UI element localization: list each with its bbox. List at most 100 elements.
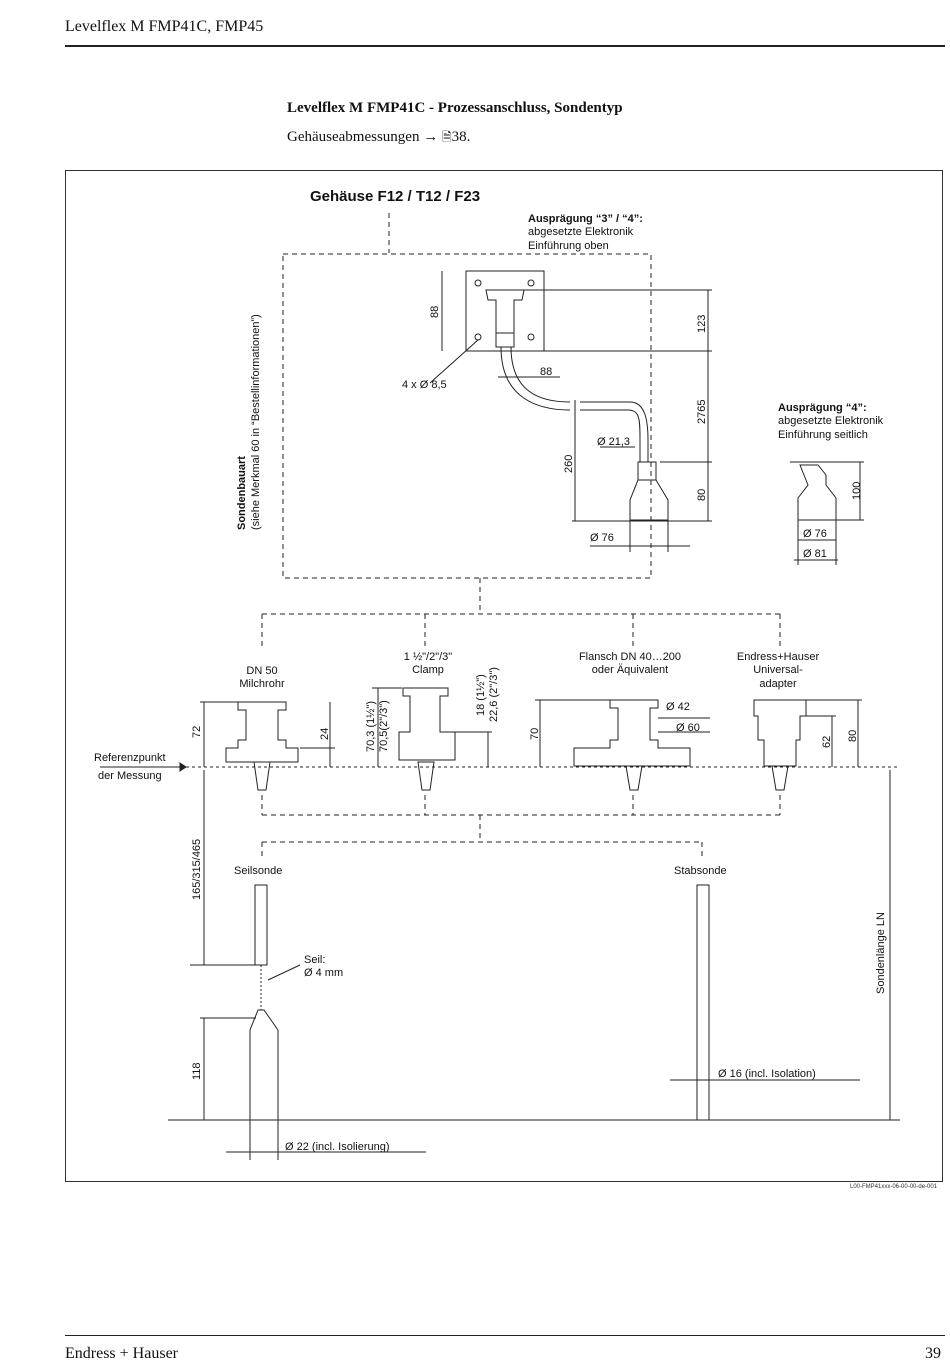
variant-4-line2: Einführung seitlich	[778, 429, 868, 441]
dim-88: 88	[429, 306, 441, 318]
dim-165: 165/315/465	[191, 839, 203, 900]
cable	[580, 401, 649, 462]
electronics-housing	[485, 289, 525, 334]
dim-d16: Ø 16 (incl. Isolation)	[718, 1068, 816, 1080]
eh-line2: Universal-	[753, 664, 803, 676]
housing-title: Gehäuse F12 / T12 / F23	[310, 188, 480, 205]
flange-line1: Flansch DN 40…200	[579, 651, 681, 663]
dim-80b: 80	[847, 730, 859, 742]
clamp-tip	[417, 761, 435, 791]
dim-80: 80	[696, 489, 708, 501]
dimension-lines	[168, 770, 900, 1121]
branch-tree	[261, 578, 781, 650]
dimension-lines	[441, 271, 712, 552]
dim-2765: 2765	[696, 400, 708, 424]
variant-4-title: Ausprägung “4”:	[778, 402, 867, 414]
variant-34-title: Ausprägung “3” / “4”:	[528, 213, 643, 225]
dimension-lines	[790, 461, 864, 565]
dim-d81: Ø 81	[803, 548, 827, 560]
dim-d42: Ø 42	[666, 701, 690, 713]
dim-705: 70,5(2"/3")	[378, 700, 390, 752]
footer-rule	[65, 1335, 945, 1336]
eh-line1: Endress+Hauser	[737, 651, 820, 663]
adapter-tip	[771, 765, 789, 791]
running-header: Levelflex M FMP41C, FMP45	[65, 18, 264, 35]
eh-line3: adapter	[759, 678, 797, 690]
flange-connection	[573, 699, 691, 767]
variant-4-line1: abgesetzte Elektronik	[778, 415, 884, 427]
clamp-line1: 1 ½"/2"/3"	[404, 651, 453, 663]
footer-company: Endress + Hauser	[65, 1345, 178, 1362]
leader-line	[429, 339, 479, 384]
hole-icon	[474, 279, 482, 287]
header-rule	[65, 45, 945, 47]
cable	[580, 409, 641, 462]
dim-24: 24	[319, 728, 331, 740]
side-sensor-body	[797, 464, 837, 521]
dim-d60: Ø 60	[676, 722, 700, 734]
cable	[510, 346, 571, 403]
drawing-frame	[65, 170, 943, 1182]
dim-18: 18 (1½")	[475, 674, 487, 716]
dim-703: 70,3 (1½")	[365, 701, 377, 752]
sensor-body	[629, 479, 669, 521]
dn50-line1: DN 50	[246, 665, 277, 677]
dim-260: 260	[563, 455, 575, 473]
dim-d76: Ø 76	[590, 532, 614, 544]
dn50-tip	[253, 761, 271, 791]
rope-weight	[249, 1009, 279, 1121]
page-ref-icon: 🗎	[441, 130, 452, 144]
reference-line2: der Messung	[98, 770, 162, 782]
figure-code: L00-FMP41xxx-06-00-00-de-001	[850, 1184, 938, 1190]
page-ref-link[interactable]: 38.	[451, 129, 471, 145]
cable	[500, 346, 571, 411]
dim-100: 100	[851, 482, 863, 500]
rope-probe-upper	[254, 884, 268, 966]
rod-probe-label: Stabsonde	[674, 865, 727, 877]
dim-holes: 4 x Ø 8,5	[402, 379, 447, 391]
dim-d22: Ø 22 (incl. Isolierung)	[285, 1141, 390, 1153]
page-number: 39	[925, 1345, 941, 1362]
universal-adapter	[753, 699, 807, 767]
reference-line1: Referenzpunkt	[94, 752, 166, 764]
dim-118: 118	[191, 1062, 203, 1080]
probe-design-note: (siehe Merkmal 60 in “Bestellinformation…	[250, 314, 262, 530]
arrow-head-icon	[179, 762, 187, 772]
housing-dashed-box	[282, 253, 652, 579]
hole-icon	[474, 333, 482, 341]
rope-label1: Seil:	[304, 954, 325, 966]
dimension-lines	[226, 964, 426, 1160]
section-title: Levelflex M FMP41C - Prozessanschluss, S…	[287, 100, 623, 116]
branch-tree-lower	[261, 795, 781, 860]
subtitle-text: Gehäuseabmessungen →	[287, 129, 442, 145]
dim-d76b: Ø 76	[803, 528, 827, 540]
dim-70: 70	[529, 728, 541, 740]
dn50-connection	[225, 701, 299, 763]
section-subtitle: Gehäuseabmessungen → 🗎38.	[287, 128, 470, 149]
clamp-connection	[398, 687, 456, 761]
hole-icon	[527, 279, 535, 287]
dim-62: 62	[821, 736, 833, 748]
dim-72: 72	[191, 726, 203, 738]
dn50-line2: Milchrohr	[239, 678, 285, 690]
flange-line2: oder Äquivalent	[592, 664, 668, 676]
probe-design-title: Sondenbauart	[236, 456, 248, 530]
rope-label2: Ø 4 mm	[304, 967, 343, 979]
cable-gland	[495, 332, 515, 348]
rope-probe-label: Seilsonde	[234, 865, 282, 877]
sensor-neck	[637, 461, 657, 481]
hole-icon	[527, 333, 535, 341]
dim-88: 88	[540, 366, 552, 378]
variant-34-line2: Einführung oben	[528, 240, 609, 252]
flange-tip	[625, 765, 643, 791]
dim-226: 22,6 (2"/3")	[488, 667, 500, 722]
mounting-plate	[465, 270, 545, 352]
dim-d21: Ø 21,3	[597, 436, 630, 448]
rod-probe	[696, 884, 710, 1121]
clamp-line2: Clamp	[412, 664, 444, 676]
probe-length-label: Sondenlänge LN	[875, 912, 887, 994]
dimension-lines	[200, 687, 862, 767]
dimension-lines	[670, 770, 891, 1120]
dim-123: 123	[696, 315, 708, 333]
